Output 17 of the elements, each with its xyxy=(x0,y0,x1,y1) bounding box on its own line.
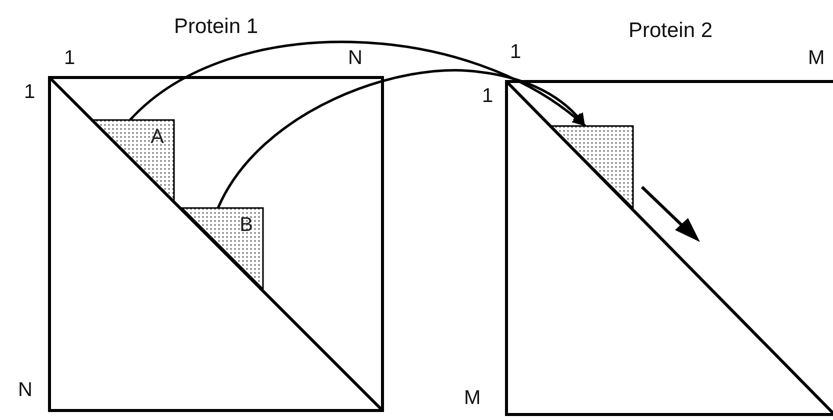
axis-label: M xyxy=(464,388,481,408)
axis-label: 1 xyxy=(482,86,494,106)
axis-label: 1 xyxy=(24,82,36,102)
curved-arrow xyxy=(216,69,586,209)
matrix-title: Protein 2 xyxy=(627,19,714,43)
region-label: B xyxy=(240,214,253,237)
axis-label: 1 xyxy=(510,42,522,62)
region-label: A xyxy=(150,126,164,149)
axis-label: N xyxy=(348,48,362,68)
axis-label: M xyxy=(808,48,825,68)
matrix-title: Protein 1 xyxy=(172,15,260,39)
shaded-triangle xyxy=(551,126,633,208)
axis-label: N xyxy=(18,380,32,400)
shaded-triangle xyxy=(182,208,263,289)
shaded-triangle xyxy=(92,120,174,202)
axis-label: 1 xyxy=(64,48,76,68)
curved-arrow xyxy=(129,40,586,127)
